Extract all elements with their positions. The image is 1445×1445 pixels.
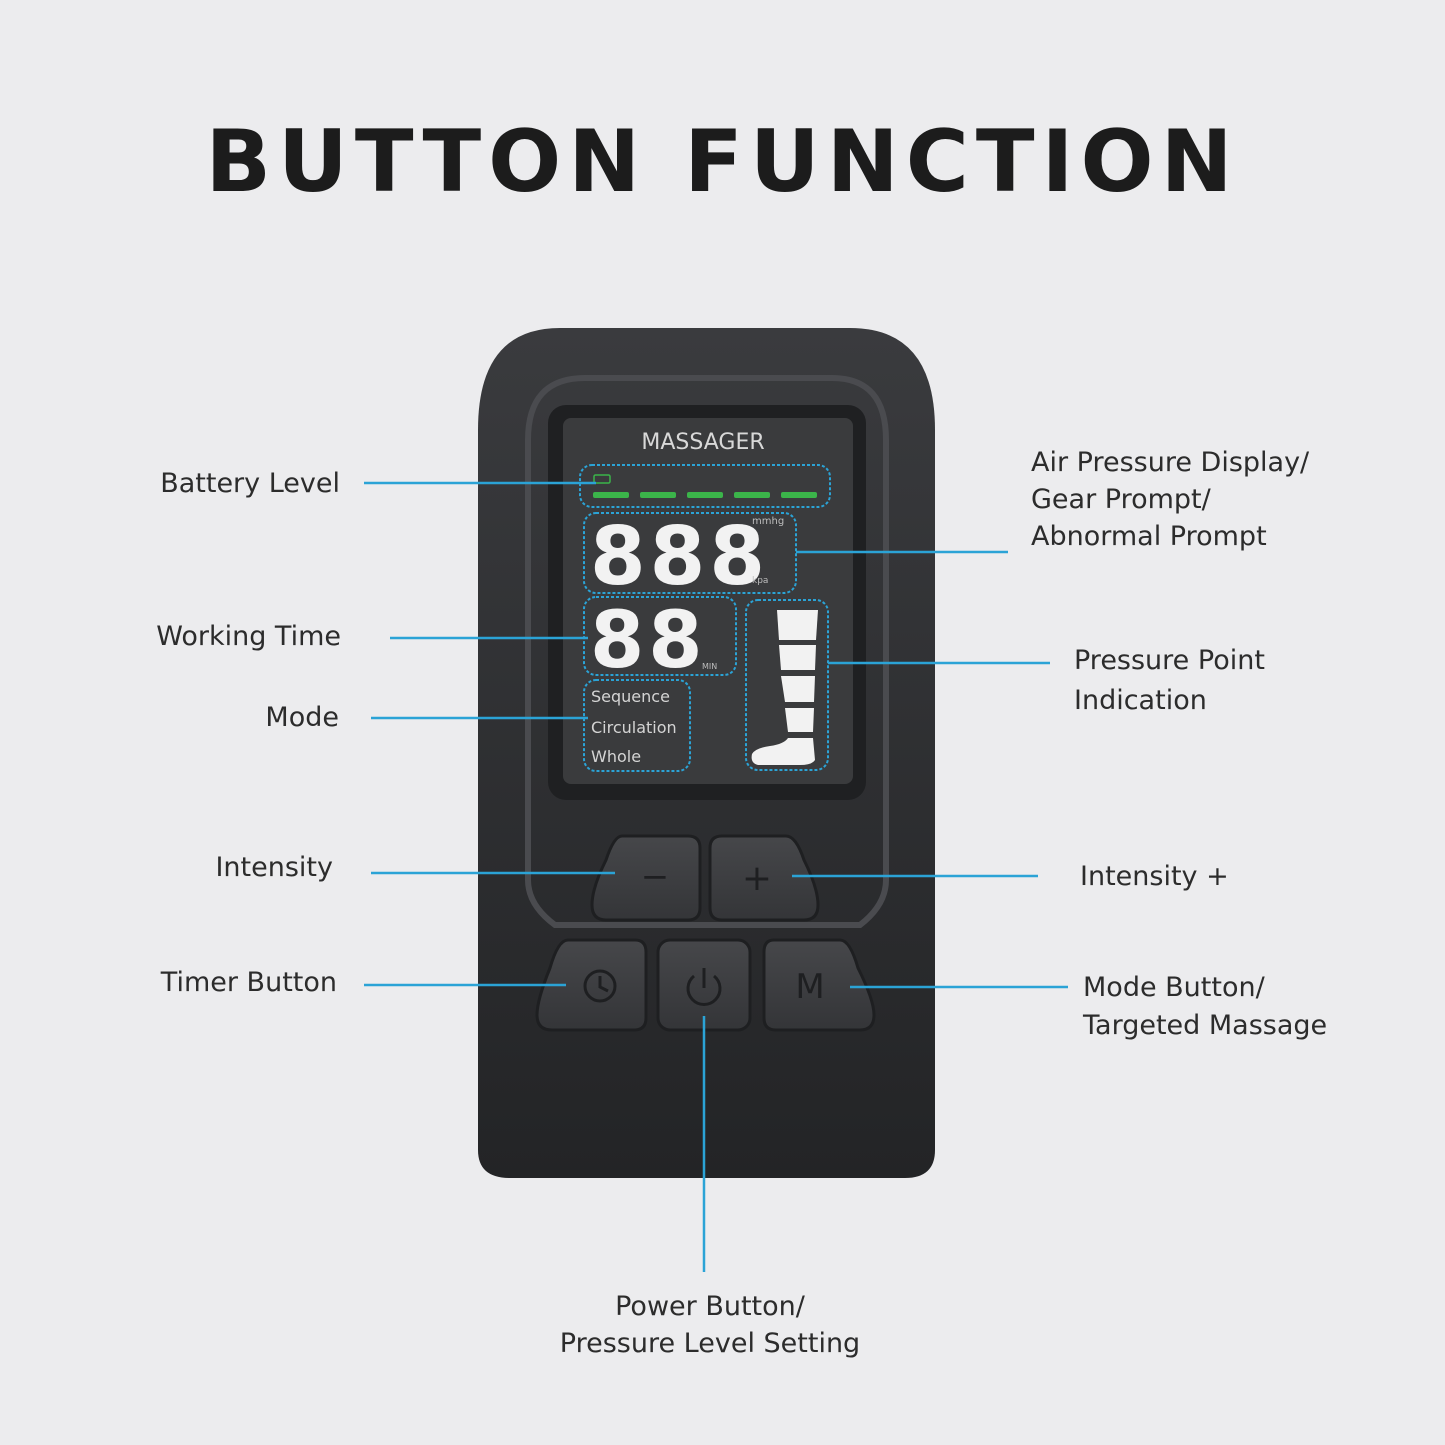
leg-segment-3: [781, 676, 815, 702]
battery-icon: [593, 474, 611, 484]
power-icon: [686, 968, 722, 1006]
device-bezel: [525, 375, 889, 928]
plus-icon: +: [742, 858, 772, 899]
leg-segment-4: [785, 708, 814, 732]
timer-button[interactable]: [535, 938, 648, 1032]
mode-button[interactable]: [762, 938, 876, 1032]
screen-title: MASSAGER: [641, 430, 764, 455]
label-mode-button: Mode Button/ Targeted Massage: [1083, 969, 1327, 1045]
minus-icon: −: [641, 857, 670, 897]
label-air-pressure-line-1: Air Pressure Display/: [1031, 447, 1310, 478]
label-pressure-point-line-2: Indication: [1074, 685, 1207, 716]
time-digits: 88: [590, 596, 707, 686]
battery-highlight: [579, 464, 831, 508]
mode-whole: Whole: [591, 747, 641, 766]
label-pressure-point: Pressure Point Indication: [1074, 641, 1265, 721]
leg-segment-2: [779, 645, 816, 670]
label-mode-button-line-2: Targeted Massage: [1083, 1010, 1328, 1041]
battery-bar: [734, 492, 770, 498]
pressure-highlight: [583, 512, 797, 594]
intensity-minus-button[interactable]: [590, 834, 702, 922]
mode-circulation: Circulation: [591, 718, 677, 737]
label-power-button: Power Button/ Pressure Level Setting: [510, 1288, 910, 1362]
leg-highlight: [745, 599, 829, 771]
label-mode-button-line-1: Mode Button/: [1083, 972, 1265, 1003]
label-timer-button: Timer Button: [160, 967, 337, 998]
pressure-unit-mmhg: mmhg: [752, 516, 784, 527]
leg-segment-1: [777, 610, 818, 640]
pressure-unit-kpa: kpa: [752, 576, 768, 586]
label-pressure-point-line-1: Pressure Point: [1074, 645, 1265, 676]
label-power-line-1: Power Button/: [615, 1291, 805, 1322]
label-mode: Mode: [265, 702, 339, 733]
mode-highlight: [583, 679, 691, 772]
label-power-line-2: Pressure Level Setting: [559, 1328, 861, 1359]
intensity-plus-button[interactable]: [708, 834, 820, 922]
label-intensity-plus: Intensity +: [1080, 861, 1229, 892]
battery-bar: [640, 492, 676, 498]
pressure-digits: 888: [590, 510, 769, 603]
mode-sequence: Sequence: [591, 687, 670, 706]
leg-pressure-segments: [751, 610, 818, 765]
mode-button-glyph: M: [795, 967, 824, 1007]
battery-bar: [593, 492, 629, 498]
time-unit: MIN: [702, 662, 717, 671]
label-battery-level: Battery Level: [160, 468, 340, 499]
label-air-pressure-line-2: Gear Prompt/: [1031, 484, 1211, 515]
leg-foot: [751, 738, 815, 765]
battery-bar: [687, 492, 723, 498]
label-air-pressure-line-3: Abnormal Prompt: [1031, 521, 1267, 552]
battery-level-bars: [593, 492, 817, 498]
timer-icon: [583, 969, 617, 1003]
label-air-pressure: Air Pressure Display/ Gear Prompt/ Abnor…: [1031, 444, 1309, 555]
label-working-time: Working Time: [156, 621, 341, 652]
page-title: BUTTON FUNCTION: [205, 112, 1240, 212]
battery-bar: [781, 492, 817, 498]
label-intensity-minus: Intensity: [215, 852, 333, 883]
lcd-screen: [563, 418, 853, 784]
